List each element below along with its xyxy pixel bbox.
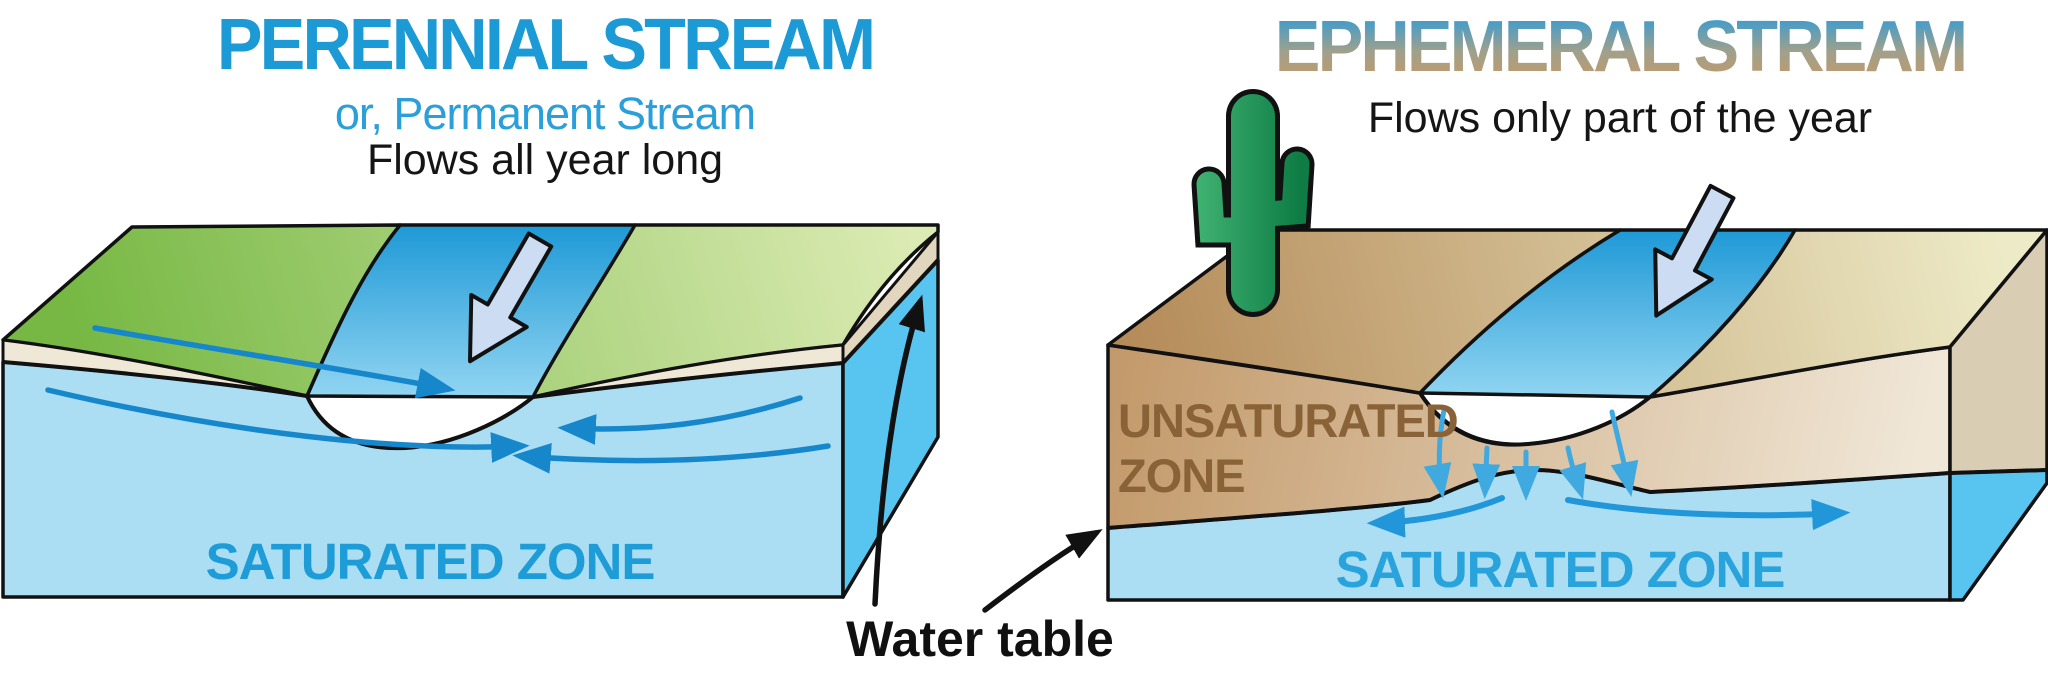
- cactus-icon: [1191, 89, 1315, 317]
- perennial-block: [1, 223, 940, 599]
- ephemeral-right-bank: [1648, 228, 2048, 399]
- divergence-arrow-icon: [1565, 497, 1851, 531]
- ephemeral-subtitle: Flows only part of the year: [1367, 94, 1873, 142]
- infiltration-arrow-icon: [1559, 445, 1587, 500]
- groundwater-arrow-icon: [45, 387, 530, 463]
- saturated-zone-label-ephemeral: SATURATED ZONE: [1335, 541, 1786, 598]
- ephemeral-channel-bed-line: [1418, 391, 1652, 447]
- infiltration-arrow-icon: [1472, 445, 1501, 499]
- ephemeral-side-face-blue: [1948, 468, 2048, 602]
- water-table-pointers: [872, 294, 1103, 613]
- groundwater-flow-arrows: [45, 325, 831, 474]
- ephemeral-title: EPHEMERAL STREAM: [1250, 6, 1991, 88]
- divergence-arrow-icon: [1366, 495, 1505, 538]
- unsaturated-zone-label: UNSATURATED ZONE: [1118, 394, 1459, 502]
- groundwater-arrow-icon: [92, 325, 456, 399]
- infiltration-arrows: [1423, 407, 1639, 502]
- stream-flow-arrow-icon: [468, 231, 554, 364]
- perennial-title: PERENNIAL STREAM: [216, 5, 876, 85]
- stream-flow-arrow-icon: [1653, 183, 1736, 318]
- perennial-subtitle: or, Permanent Stream: [334, 88, 756, 139]
- infiltration-arrow-icon: [1609, 409, 1639, 497]
- water-table-pointer-right-icon: [982, 529, 1103, 613]
- groundwater-arrow-icon: [557, 395, 803, 445]
- mound-divergence-arrows: [1366, 495, 1851, 538]
- infiltration-arrow-icon: [1423, 407, 1452, 499]
- water-table-pointer-left-icon: [872, 294, 925, 607]
- water-table-label: Water table: [846, 611, 1114, 667]
- perennial-tagline: Flows all year long: [366, 136, 724, 184]
- saturated-zone-label-perennial: SATURATED ZONE: [205, 533, 656, 590]
- groundwater-arrow-icon: [512, 442, 831, 474]
- perennial-water-table-line: [2, 258, 940, 399]
- ephemeral-block: [1106, 89, 2048, 602]
- perennial-channel-bed-line: [305, 395, 535, 451]
